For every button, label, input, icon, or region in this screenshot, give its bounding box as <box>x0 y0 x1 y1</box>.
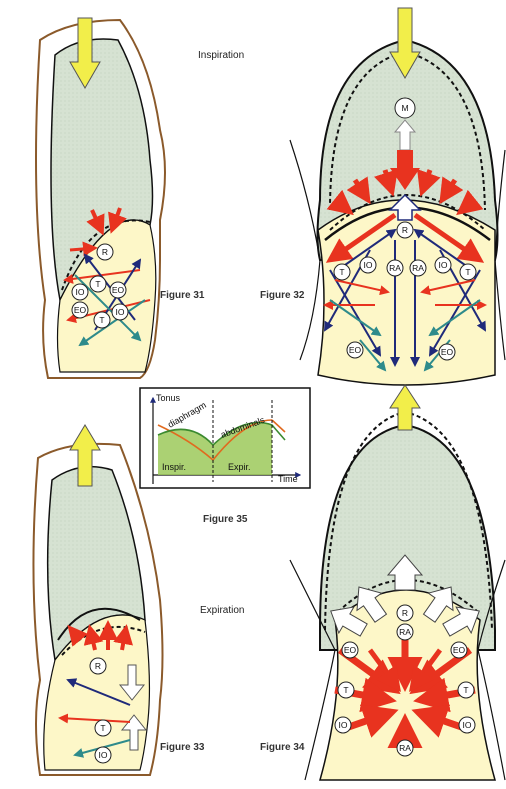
muscle-label-t: T <box>338 682 354 698</box>
svg-text:EO: EO <box>453 645 466 655</box>
svg-text:RA: RA <box>399 743 411 753</box>
svg-text:R: R <box>95 661 101 671</box>
figure-34-caption: Figure 34 <box>260 742 305 753</box>
muscle-label-io: IO <box>360 257 376 273</box>
svg-text:M: M <box>401 103 408 113</box>
svg-text:R: R <box>402 225 408 235</box>
svg-text:EO: EO <box>74 305 87 315</box>
svg-text:EO: EO <box>441 347 454 357</box>
muscle-label-r: R <box>397 222 413 238</box>
svg-text:IO: IO <box>99 750 108 760</box>
svg-text:IO: IO <box>116 307 125 317</box>
svg-text:T: T <box>100 723 105 733</box>
svg-text:R: R <box>402 608 408 618</box>
svg-text:IO: IO <box>364 260 373 270</box>
svg-text:T: T <box>463 685 468 695</box>
muscle-label-io: IO <box>459 717 475 733</box>
svg-text:T: T <box>95 279 100 289</box>
svg-text:T: T <box>343 685 348 695</box>
muscle-label-eo: EO <box>342 642 358 658</box>
muscle-label-ra: RA <box>410 260 426 276</box>
phase-label-expir: Expir. <box>228 462 251 472</box>
muscle-label-eo: EO <box>451 642 467 658</box>
muscle-label-eo: EO <box>347 342 363 358</box>
svg-text:RA: RA <box>412 263 424 273</box>
muscle-label-t: T <box>460 264 476 280</box>
svg-text:R: R <box>102 247 108 257</box>
figure-35-tonus-chart: Tonus Time diaphragm abdominals Inspir. … <box>140 388 310 488</box>
muscle-label-r: R <box>397 605 413 621</box>
muscle-label-t: T <box>90 276 106 292</box>
phase-label-inspir: Inspir. <box>162 462 186 472</box>
figure-32-diagram: M R T IO RA RA I <box>290 8 505 385</box>
muscle-label-io: IO <box>72 284 88 300</box>
svg-text:IO: IO <box>76 287 85 297</box>
figure-32-caption: Figure 32 <box>260 290 305 301</box>
svg-text:IO: IO <box>339 720 348 730</box>
svg-text:EO: EO <box>112 285 125 295</box>
muscle-label-t: T <box>95 720 111 736</box>
muscle-label-t: T <box>94 312 110 328</box>
svg-text:EO: EO <box>344 645 357 655</box>
figure-31-caption: Figure 31 <box>160 290 205 301</box>
muscle-label-io: IO <box>112 304 128 320</box>
muscle-label-io: IO <box>435 257 451 273</box>
yellow-arrow-up-icon <box>390 385 420 430</box>
figure-35-caption: Figure 35 <box>203 514 248 525</box>
muscle-label-ra: RA <box>387 260 403 276</box>
figure-33-caption: Figure 33 <box>160 742 205 753</box>
muscle-label-t: T <box>334 264 350 280</box>
muscle-label-ra: RA <box>397 624 413 640</box>
svg-text:EO: EO <box>349 345 362 355</box>
muscle-label-io: IO <box>95 747 111 763</box>
expiration-label: Expiration <box>200 605 244 616</box>
svg-text:IO: IO <box>463 720 472 730</box>
svg-text:T: T <box>99 315 104 325</box>
muscle-label-ra: RA <box>397 740 413 756</box>
muscle-label-r: R <box>90 658 106 674</box>
x-axis-label: Time <box>278 474 298 484</box>
muscle-label-eo: EO <box>439 344 455 360</box>
svg-text:RA: RA <box>399 627 411 637</box>
svg-text:T: T <box>339 267 344 277</box>
muscle-label-io: IO <box>335 717 351 733</box>
muscle-label-t: T <box>458 682 474 698</box>
muscle-label-m: M <box>395 98 415 118</box>
muscle-label-eo: EO <box>72 302 88 318</box>
muscle-label-r: R <box>97 244 113 260</box>
figure-34-diagram: R RA EO EO T T IO IO RA <box>290 385 505 780</box>
muscle-label-eo: EO <box>110 282 126 298</box>
y-axis-label: Tonus <box>156 393 181 403</box>
figure-31-diagram: R IO T EO EO T IO <box>36 18 165 378</box>
svg-text:T: T <box>465 267 470 277</box>
svg-text:IO: IO <box>439 260 448 270</box>
inspiration-label: Inspiration <box>198 50 244 61</box>
svg-text:RA: RA <box>389 263 401 273</box>
